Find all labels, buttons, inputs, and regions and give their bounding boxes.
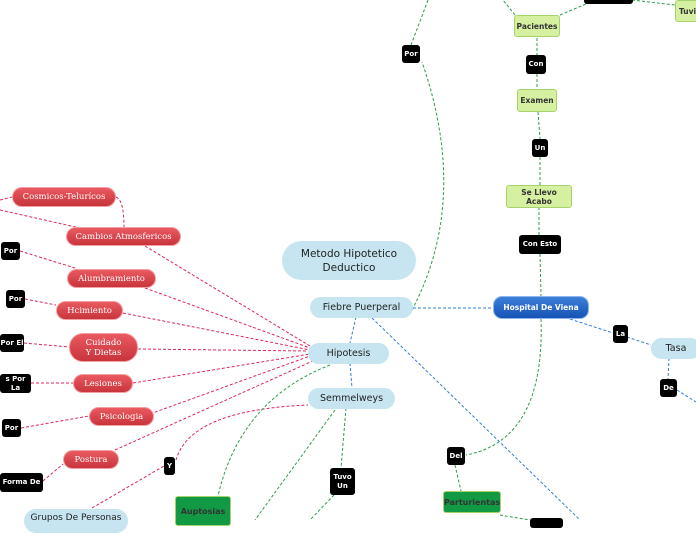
node-fiebre-puerperal[interactable]: Fiebre Puerperal [310, 297, 413, 318]
link-label-por[interactable]: Por [6, 290, 25, 308]
link-label-por[interactable]: Por [1, 242, 20, 260]
node-cambios-atmosfericos[interactable]: Cambios Atmosfericos [66, 227, 181, 246]
node-alumbramiento[interactable]: Alumbramiento [67, 269, 156, 288]
node-pacientes[interactable]: Pacientes [514, 15, 560, 37]
node-lesiones[interactable]: Lesiones [73, 374, 133, 393]
node-postura[interactable]: Postura [63, 450, 119, 469]
blue-connectors [349, 307, 696, 520]
link-label-por-la[interactable]: s Por La [0, 374, 31, 393]
link-label-con[interactable]: Con [526, 55, 546, 74]
link-label-offscreen[interactable] [584, 0, 633, 4]
link-label-por[interactable]: Por [402, 45, 420, 63]
node-semmelweys[interactable]: Semmelweys [308, 388, 395, 409]
green-connectors [217, 0, 676, 520]
node-auptosias[interactable]: Auptosias [175, 496, 231, 526]
link-label-de[interactable]: De [660, 379, 677, 397]
link-label-forma-de[interactable]: Forma De [0, 473, 43, 492]
link-label-por[interactable]: Por [2, 419, 21, 437]
link-label-un[interactable]: Un [532, 139, 548, 157]
connector-lines [0, 0, 696, 520]
red-connectors [0, 196, 316, 509]
link-label-y[interactable]: Y [164, 457, 175, 475]
node-parturientas[interactable]: Parturientas [443, 491, 501, 513]
node-psicologia[interactable]: Psicologia [89, 407, 154, 426]
node-hipotesis[interactable]: Hipotesis [308, 343, 389, 364]
node-tuvi[interactable]: Tuvi [675, 0, 696, 22]
link-label-del[interactable]: Del [447, 447, 465, 465]
node-tasa[interactable]: Tasa [651, 338, 696, 359]
node-grupos-de-personas[interactable]: Grupos De Personas [24, 509, 128, 533]
link-label-la[interactable]: La [613, 325, 628, 343]
link-label-tuvo-un[interactable]: Tuvo Un [330, 468, 355, 495]
node-hospital-de-viena[interactable]: Hospital De Viena [493, 296, 589, 319]
node-se-llevo-acabo[interactable]: Se Llevo Acabo [506, 185, 572, 208]
node-cosmicos-teluricos[interactable]: Cosmicos-Telurícos [12, 187, 116, 207]
node-hcimiento[interactable]: Hcimiento [56, 301, 123, 320]
link-label-con-esto[interactable]: Con Esto [519, 235, 561, 254]
node-metodo-hipotetico-deductico[interactable]: Metodo Hipotetico Deductico [282, 241, 416, 280]
link-label-por-el[interactable]: Por El [0, 334, 24, 352]
node-cuidado-y-dietas[interactable]: Cuidado Y Dietas [69, 333, 138, 362]
node-examen[interactable]: Examen [517, 89, 557, 112]
